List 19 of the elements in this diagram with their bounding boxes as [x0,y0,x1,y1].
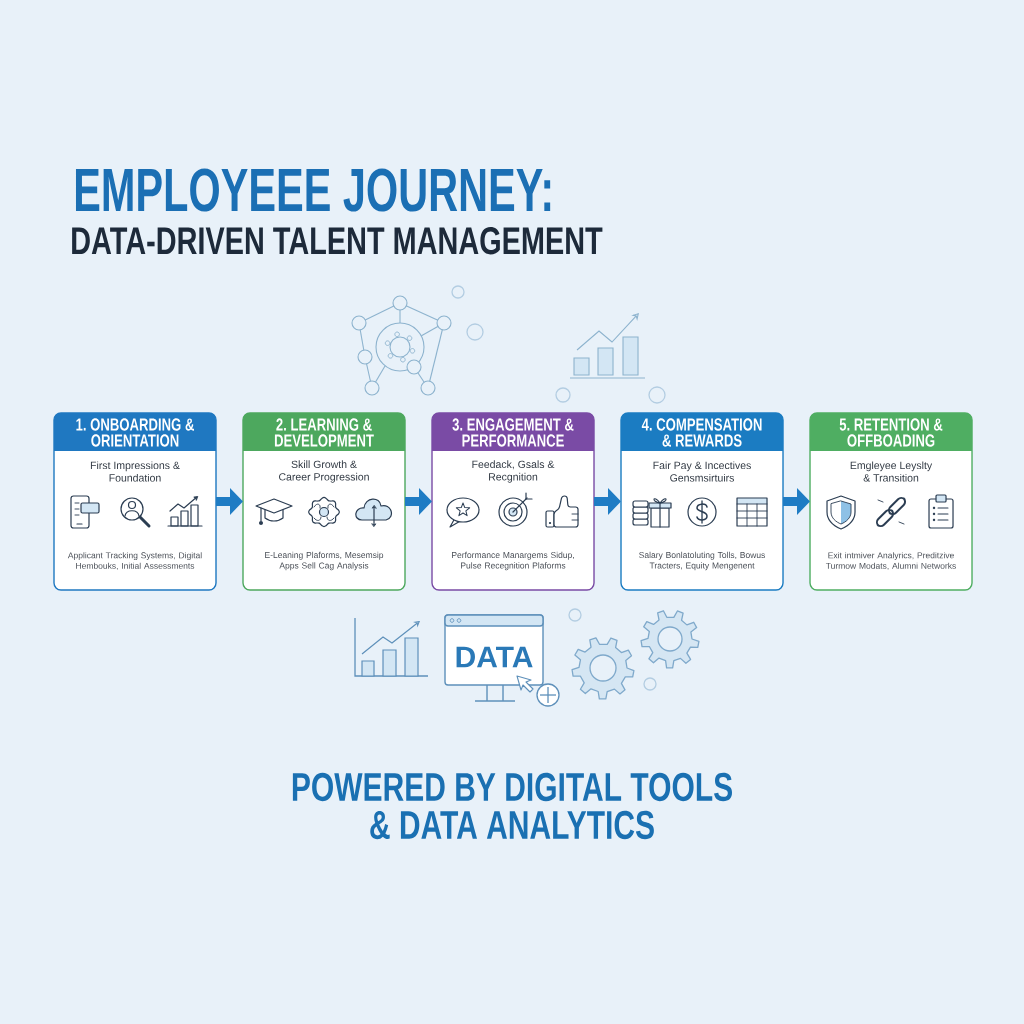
stage-subtitle: First Impressions & Foundation [90,461,180,482]
stage-heading: 2. LEARNING & DEVELOPMENT [243,413,405,451]
stage-subtitle: Emgleyee Leyslty & Transition [850,461,933,482]
stage-heading: 4. COMPENSATION & REWARDS [621,413,783,451]
stage-subtitle: Feedack, Gsals & Recgnition [472,460,555,483]
tool-list: Exit intmiver Analyrics, Preditzive Turmow Modats, Alumni Networks [825,552,956,570]
screen-text: DATA [456,646,533,668]
tool-list: E-Leaning Plaforms, Mesemsip Apps Sell Cag Analysis [265,551,384,571]
stage-heading: 1. ONBOARDING & ORIENTATION [54,413,216,451]
stage-subtitle: Skill Growth & Career Progression [279,460,369,483]
tool-list: Applicant Tracking Systems, Digital Hembouks, Initial Assessments [67,552,202,570]
tool-list: Salary Bonlatoluting Tolls, Bowus Tracters, Equity Mengenent [639,551,765,571]
tool-list: Performance Manargems Sidup, Pulse Recegnition Plaforms [452,551,574,571]
caption: POWERED BY DIGITAL TOOLS & DATA ANALYTICS [292,772,732,840]
subtitle: DATA-DRIVEN TALENT MANAGEMENT [72,227,603,255]
stage-subtitle: Fair Pay & Incectives Gensmsirtuirs [653,461,751,482]
stage-heading: 3. ENGAGEMENT & PERFORMANCE [432,413,594,451]
stage-heading: 5. RETENTION & OFFBOADING [810,413,972,451]
title: EMPLOYEEE JOURNEY: [76,168,551,212]
